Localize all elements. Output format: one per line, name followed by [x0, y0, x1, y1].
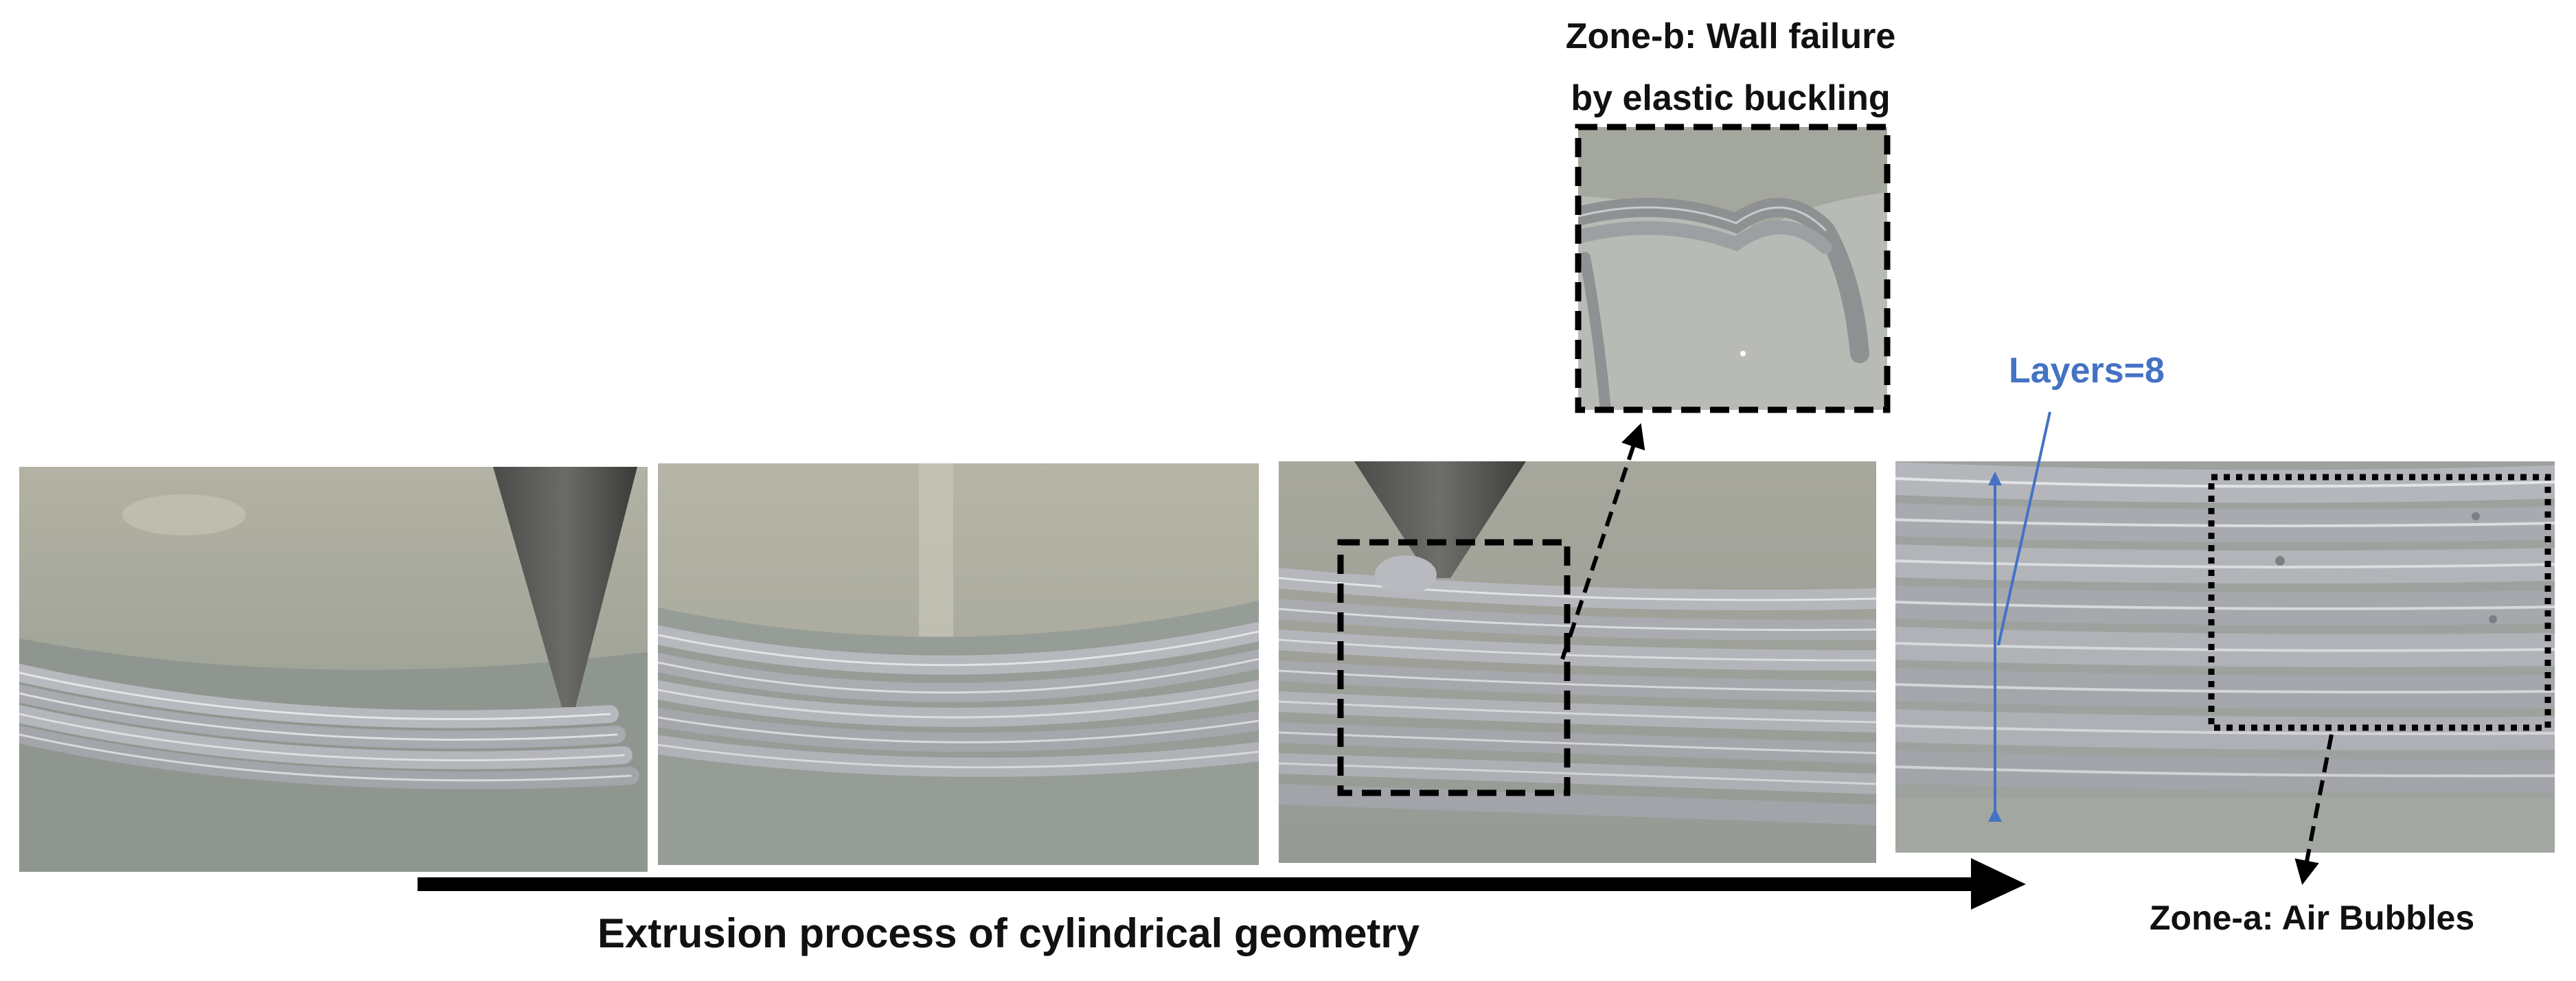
process-caption: Extrusion process of cylindrical geometr… [597, 910, 1420, 956]
photo-zone-b-inset [1578, 127, 1887, 410]
zone-a-label: Zone-a: Air Bubbles [2150, 899, 2475, 937]
layers-label: Layers=8 [2009, 351, 2165, 391]
process-arrow [418, 858, 2026, 910]
zone-b-title: Zone-b: Wall failure by elastic buckling [1470, 5, 1992, 129]
photo-stage-2 [658, 463, 1259, 865]
zone-b-title-line1: Zone-b: Wall failure [1565, 16, 1896, 56]
photo-stage-4 [1895, 461, 2555, 853]
photo-stage-3 [1279, 461, 1876, 863]
zone-b-title-line2: by elastic buckling [1571, 78, 1891, 118]
photo-stage-1 [19, 467, 648, 872]
